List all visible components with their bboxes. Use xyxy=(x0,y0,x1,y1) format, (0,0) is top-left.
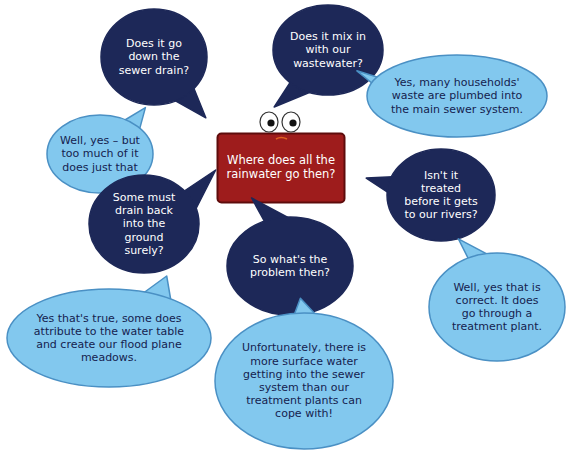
question-bubble: So what's the problem then? xyxy=(226,216,354,316)
bubble-text: Unfortunately, there is more surface wat… xyxy=(239,341,369,420)
question-bubble: Does it go down the sewer drain? xyxy=(100,8,208,106)
eye xyxy=(260,112,278,132)
answer-bubble: Yes that's true, some does attribute to … xyxy=(6,288,212,388)
bubble-ellipse xyxy=(273,5,383,95)
bubble-text: Does it go down the sewer drain? xyxy=(116,37,192,77)
bubble-ellipse xyxy=(215,313,393,449)
bubble-text: Well, yes that is correct. It does go th… xyxy=(448,281,547,334)
bubble-text: Yes, many households' waste are plumbed … xyxy=(390,76,525,116)
pupil xyxy=(289,119,296,126)
bubble-ellipse xyxy=(227,217,353,315)
bubble-ellipse xyxy=(387,149,495,241)
question-bubble: Isn't it treated before it gets to our r… xyxy=(386,148,496,242)
bubble-text: Where does all the rainwater go then? xyxy=(227,154,336,182)
answer-bubble: Unfortunately, there is more surface wat… xyxy=(214,312,394,450)
bubble-text: Yes that's true, some does attribute to … xyxy=(31,312,188,365)
bubble-text: So what's the problem then? xyxy=(245,253,335,279)
eye xyxy=(282,112,300,132)
box-rect xyxy=(218,134,345,203)
question-bubble: Does it mix in with our wastewater? xyxy=(272,4,384,96)
bubble-text: Well, yes – but too much of it does just… xyxy=(60,134,140,174)
bubble-text: Some must drain back into the ground sur… xyxy=(105,191,183,257)
title-box: Where does all the rainwater go then? xyxy=(216,132,346,204)
bubble-text: Isn't it treated before it gets to our r… xyxy=(403,169,480,222)
bubble-ellipse xyxy=(7,289,211,387)
question-bubble: Some must drain back into the ground sur… xyxy=(88,174,200,274)
answer-bubble: Well, yes that is correct. It does go th… xyxy=(428,252,566,362)
bubble-text: Does it mix in with our wastewater? xyxy=(289,30,367,70)
answer-bubble: Yes, many households' waste are plumbed … xyxy=(366,54,548,138)
bubble-ellipse xyxy=(367,55,547,137)
mouth xyxy=(276,138,287,140)
pupil xyxy=(267,119,274,126)
bubble-ellipse xyxy=(89,175,199,273)
bubble-ellipse xyxy=(429,253,565,361)
bubble-ellipse xyxy=(101,9,207,105)
